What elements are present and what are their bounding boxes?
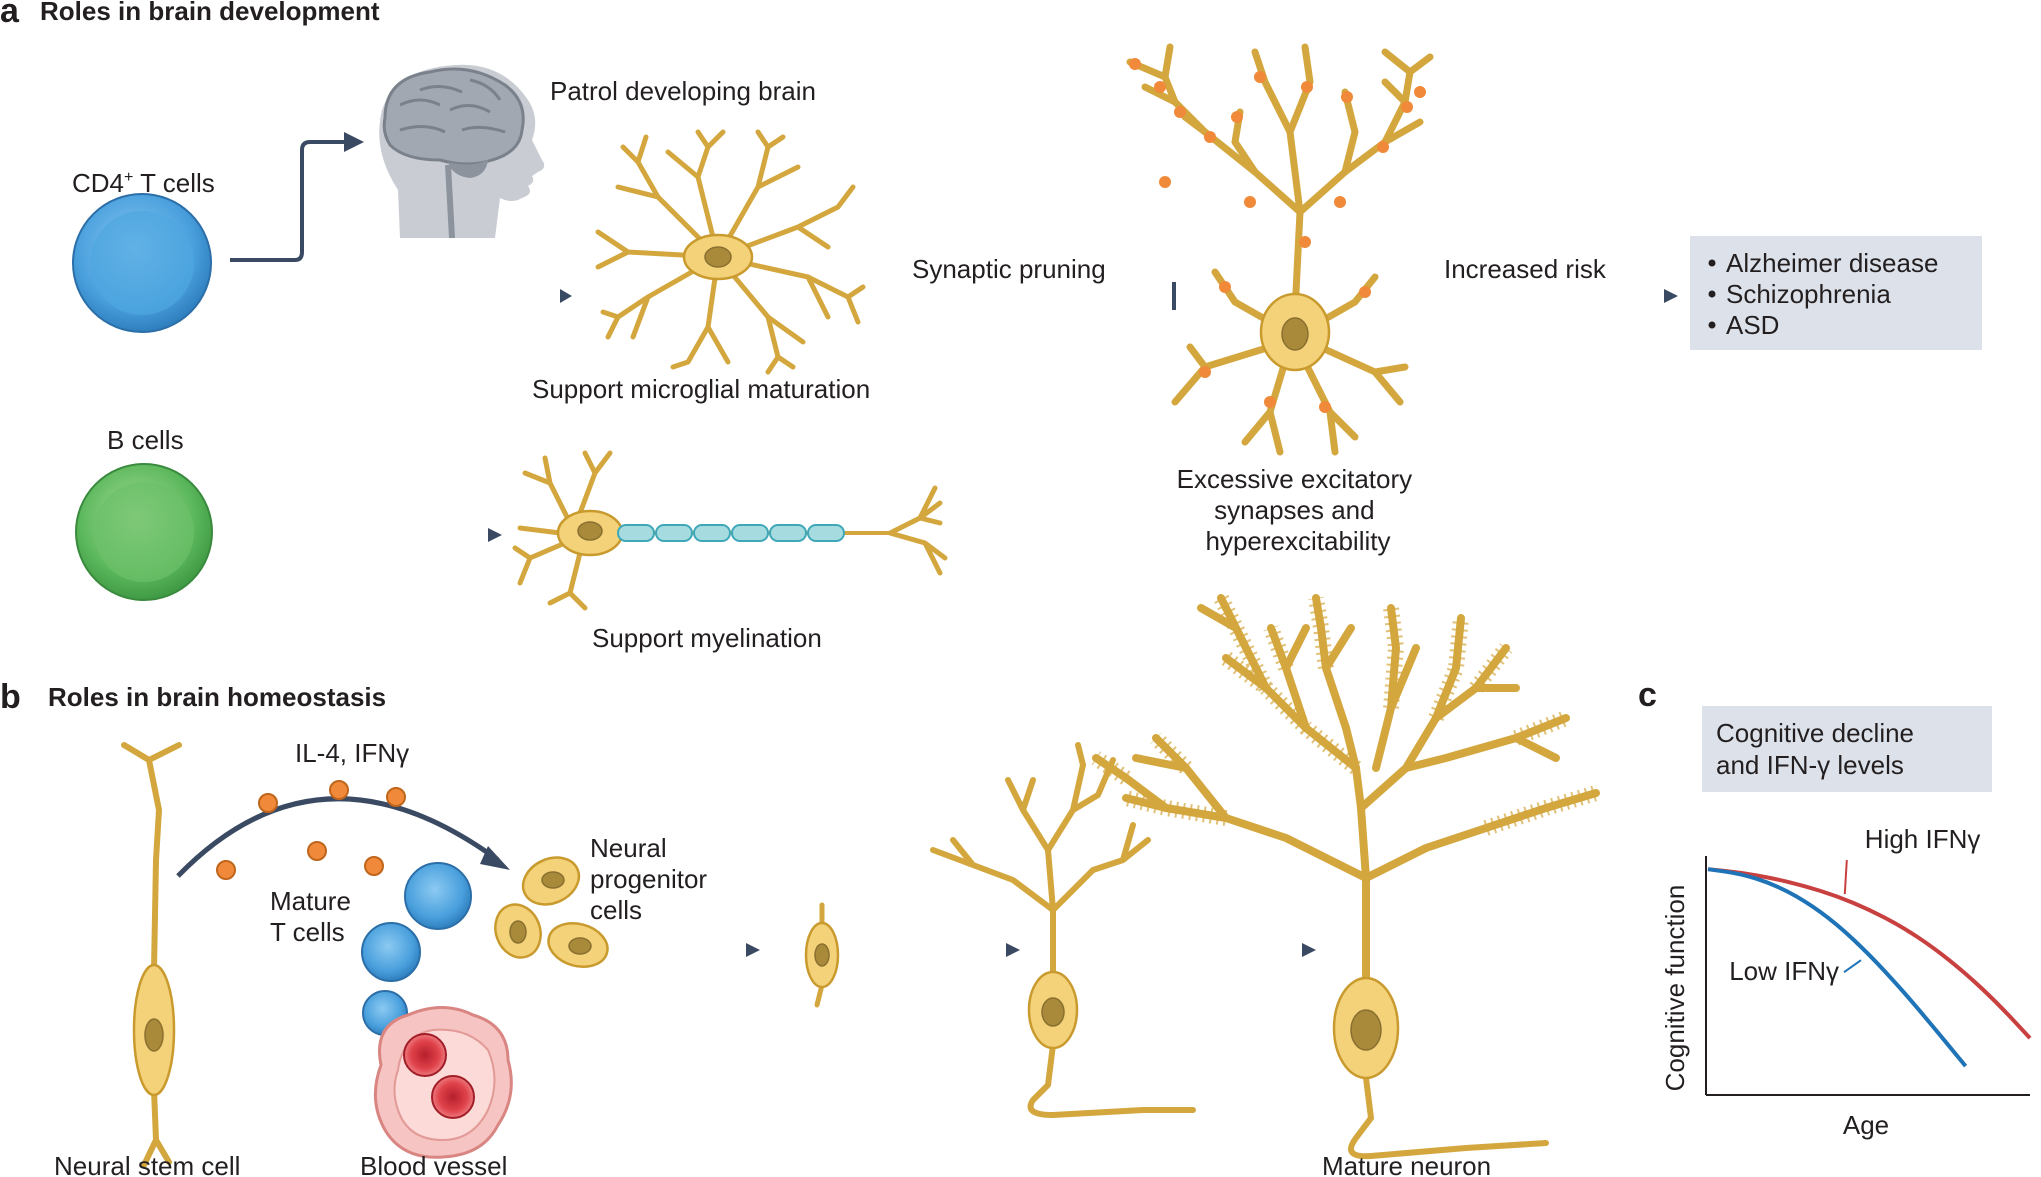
- progenitor-cells-icon: [494, 856, 609, 968]
- b-cell-icon: [75, 463, 213, 601]
- cd4-t-cell-icon: [72, 193, 212, 333]
- pruning-label: Synaptic pruning: [912, 254, 1106, 284]
- cd4-t-cells-label: CD4+ T cells: [72, 168, 215, 198]
- disease-item: Alzheimer disease: [1726, 248, 1938, 278]
- risk-arrow-head: [1664, 289, 1678, 303]
- microglia-arrow-head: [560, 289, 572, 303]
- microglia-label: Support microglial maturation: [532, 374, 870, 404]
- mature-t-cells-label: Mature T cells: [270, 886, 358, 947]
- panel-b-letter: b: [0, 678, 21, 716]
- panel-b-title: Roles in brain homeostasis: [48, 682, 386, 712]
- progenitor-arrow-head: [746, 943, 760, 957]
- series-leader-line: [1843, 859, 1848, 895]
- myelination-label: Support myelination: [592, 623, 822, 653]
- progenitor-label: Neural progenitor cells: [590, 833, 714, 925]
- patrol-label: Patrol developing brain: [550, 76, 816, 106]
- panel-c-letter: c: [1638, 676, 1657, 714]
- child-head-brain-icon: [379, 64, 545, 239]
- risk-label: Increased risk: [1444, 254, 1607, 284]
- mature-t-cells-icon: [361, 862, 472, 1036]
- myelination-arrow-head: [488, 528, 502, 542]
- series-line-low-ifn-: [1707, 867, 1968, 1068]
- neural-stem-cell-icon: [121, 742, 182, 1168]
- series-line-high-ifn-: [1707, 867, 2032, 1040]
- excitatory-label: Excessive excitatory synapses and hypere…: [1177, 464, 1420, 556]
- patrol-arrow: [230, 132, 364, 262]
- differentiation-curve-arrow: [176, 796, 500, 878]
- panel-a-letter: a: [0, 0, 20, 30]
- panel-a: a Roles in brain development CD4+ T cell…: [0, 0, 1982, 653]
- y-axis-label: Cognitive function: [1660, 885, 1690, 1092]
- x-axis-label: Age: [1843, 1110, 1889, 1140]
- blood-vessel-label: Blood vessel: [360, 1151, 507, 1177]
- b-cells-label: B cells: [107, 425, 184, 455]
- series-label: High IFNγ: [1865, 824, 1981, 854]
- disease-item: ASD: [1726, 310, 1779, 340]
- panel-c-title-box: [1702, 706, 1992, 792]
- cytokine-dots: [216, 780, 406, 880]
- disease-box: [1690, 236, 1982, 350]
- immature-arrow-head: [1006, 943, 1020, 957]
- panel-c: c Cognitive decline and IFN-γ levels Age…: [1638, 676, 2032, 1140]
- series-leader-line: [1843, 959, 1862, 974]
- developing-neuron-icon: [930, 742, 1196, 1118]
- microglia-icon: [595, 129, 866, 375]
- panel-b: b Roles in brain homeostasis Neural stem…: [0, 594, 1600, 1177]
- blood-vessel-icon: [373, 1006, 513, 1159]
- panel-a-title: Roles in brain development: [40, 0, 380, 26]
- cytokines-label: IL-4, IFNγ: [295, 738, 409, 768]
- disease-list: Alzheimer disease Schizophrenia ASD: [1708, 248, 1938, 340]
- differentiation-arrow-head: [480, 846, 510, 870]
- immature-neuron-icon: [804, 902, 840, 1008]
- mature-neuron-label: Mature neuron: [1322, 1151, 1491, 1177]
- disease-item: Schizophrenia: [1726, 279, 1891, 309]
- myelinated-neuron-icon: [512, 450, 948, 611]
- stem-cell-label: Neural stem cell: [54, 1151, 240, 1177]
- series-label: Low IFNγ: [1729, 956, 1839, 986]
- panel-c-title: Cognitive decline and IFN-γ levels: [1716, 718, 1921, 780]
- synapse-dots: [1129, 58, 1426, 413]
- excitatory-neuron-icon: [1126, 43, 1434, 456]
- maturation-arrow-head: [1302, 943, 1316, 957]
- mature-neuron-icon: [1091, 594, 1600, 1160]
